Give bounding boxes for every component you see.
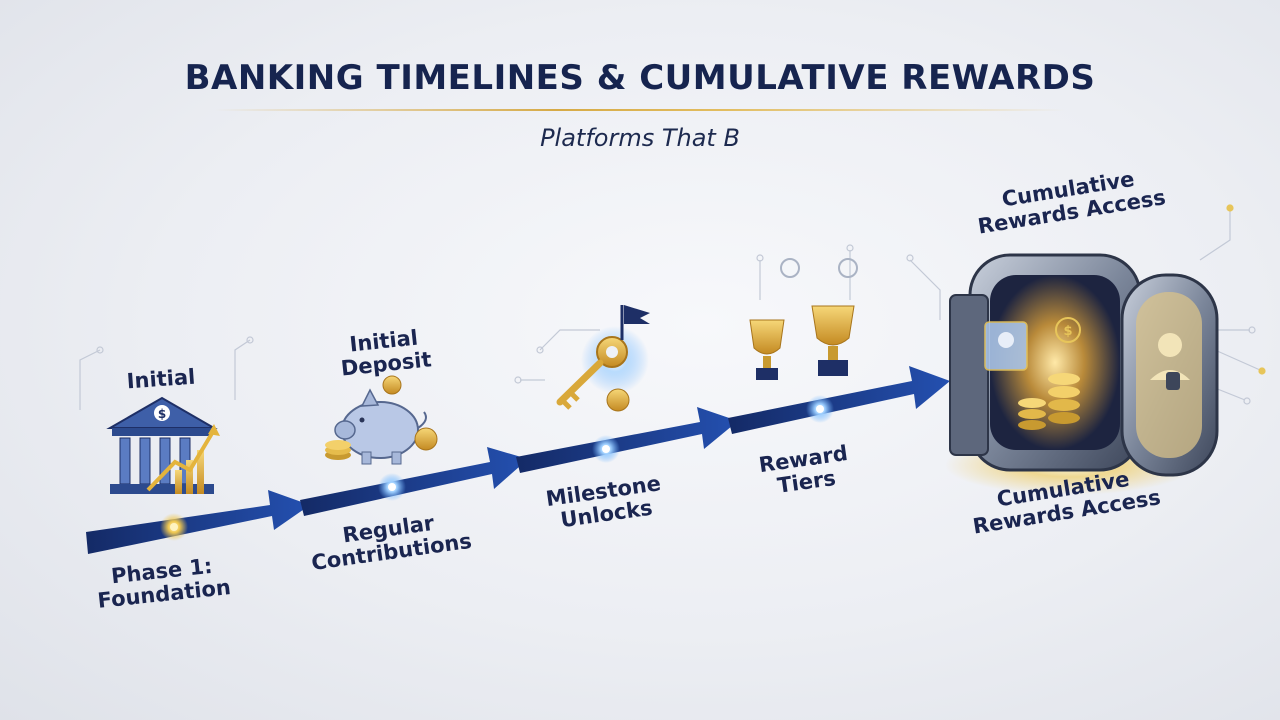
arrow-segment-3 [516, 407, 738, 473]
circuit-lines-decoration [79, 204, 1266, 410]
arrow-segment-2 [300, 447, 528, 516]
bank-dollar-sign: $ [158, 407, 166, 421]
trophy-icon [749, 258, 858, 380]
label-initial-text: Initial [125, 364, 196, 394]
piggy-bank-icon [325, 375, 438, 465]
arrow-segment-4 [728, 366, 950, 434]
title-divider [215, 109, 1065, 111]
vault-dollar-sign: $ [1063, 324, 1072, 339]
key-flag-icon [556, 305, 650, 412]
page-title: BANKING TIMELINES & CUMULATIVE REWARDS [184, 58, 1096, 98]
bank-growth-icon [106, 396, 220, 494]
vault-icon [945, 253, 1219, 495]
page-subtitle: Platforms That B [540, 124, 740, 152]
arrow-segment-1 [86, 490, 310, 554]
timeline-glow-points [160, 395, 834, 541]
timeline-arrows [86, 366, 950, 554]
